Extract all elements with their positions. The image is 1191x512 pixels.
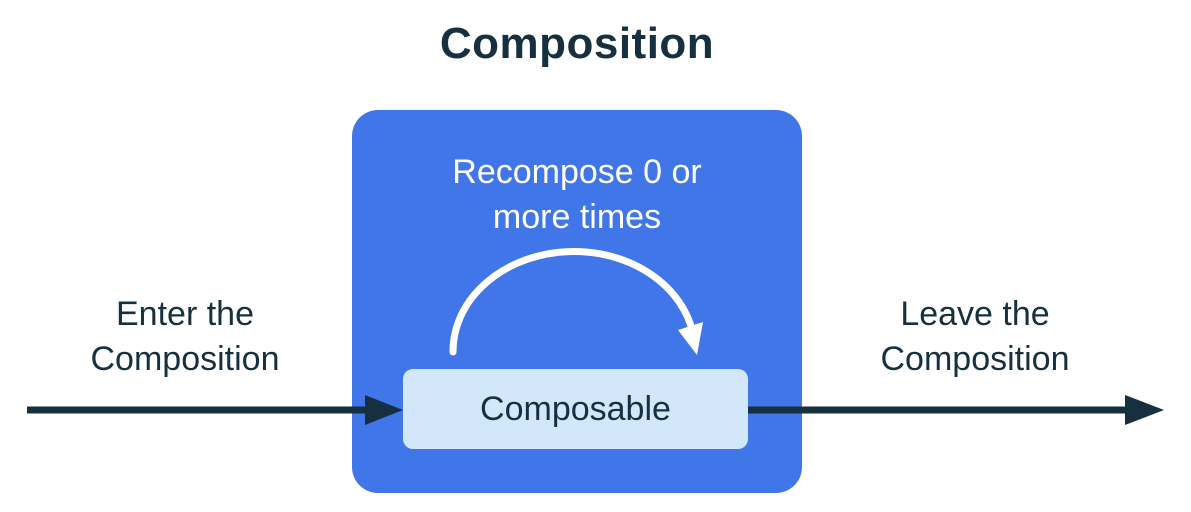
leave-arrow-icon [748, 395, 1164, 425]
enter-composition-label: Enter the Composition [90, 295, 280, 378]
recompose-label: Recompose 0 or more times [452, 153, 702, 236]
leave-arrowhead-icon [1125, 395, 1164, 425]
enter-arrow-icon [27, 395, 403, 425]
leave-composition-label: Leave the Composition [880, 295, 1070, 378]
diagram-title: Composition [439, 19, 715, 68]
composable-box: Composable [403, 369, 748, 449]
composable-label: Composable [480, 390, 671, 428]
